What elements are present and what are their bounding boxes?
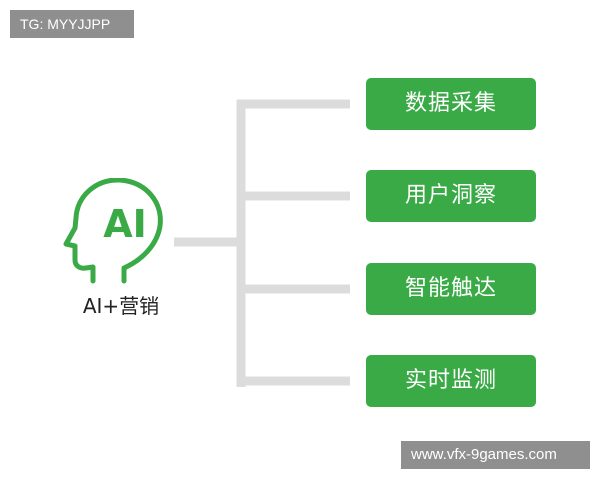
watermark-top: TG: MYYJJPP	[10, 10, 134, 38]
center-label: AI+营销	[82, 294, 160, 318]
step-data-collection: 数据采集	[366, 78, 536, 130]
watermark-bottom: www.vfx-9games.com	[401, 441, 590, 469]
step-smart-reach: 智能触达	[366, 263, 536, 315]
ai-head-text: AI	[103, 202, 147, 246]
step-user-insight: 用户洞察	[366, 170, 536, 222]
ai-head-icon	[63, 178, 163, 284]
step-realtime-monitoring: 实时监测	[366, 355, 536, 407]
